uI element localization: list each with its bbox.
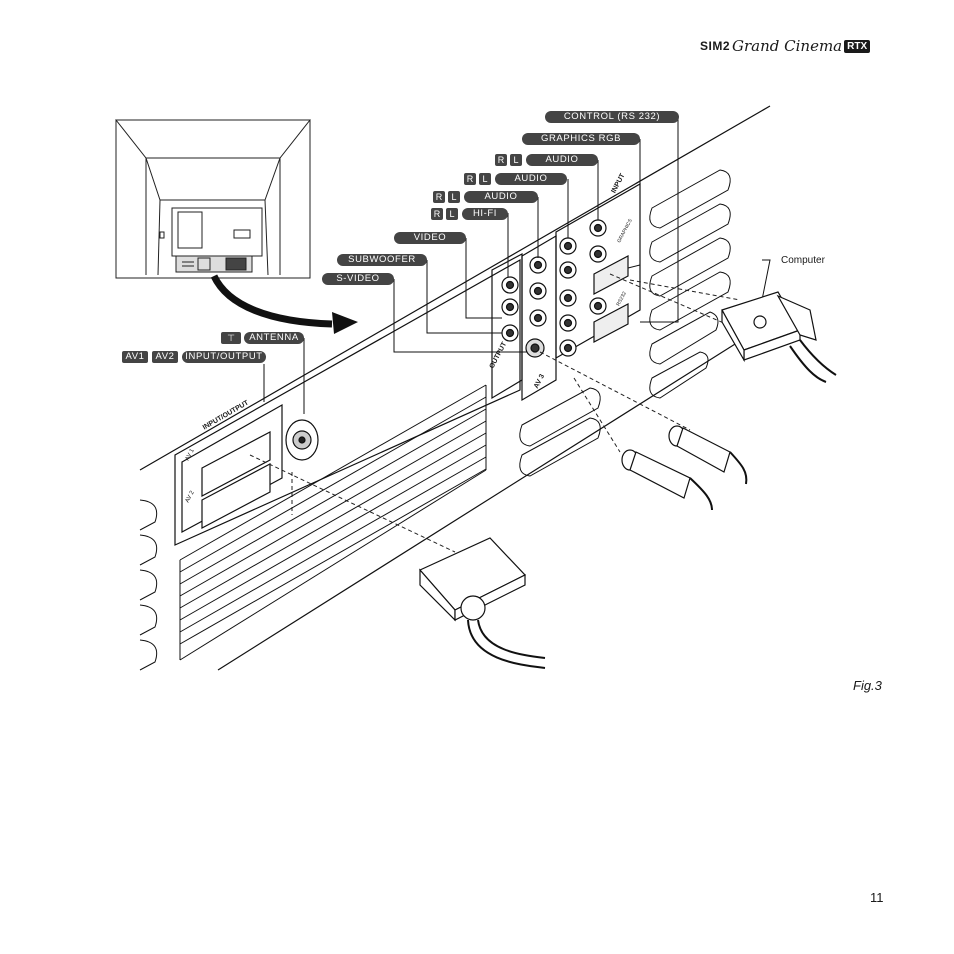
tv-rear-thumbnail (114, 119, 312, 279)
label-audio-3: AUDIO (464, 191, 538, 203)
brand-rtx: RTX (844, 39, 871, 53)
label-audio-2: AUDIO (495, 173, 567, 185)
label-antenna: ANTENNA (244, 332, 304, 344)
label-av1: AV1 (122, 351, 148, 363)
label-hifi: HI-FI (462, 208, 508, 220)
brand-grand-cinema: Grand Cinema (732, 37, 843, 55)
scart-plug (419, 537, 546, 669)
label-computer: Computer (781, 255, 825, 266)
label-audio-1: AUDIO (526, 154, 598, 166)
brand-sim: SIM2 (700, 39, 731, 53)
label-subwoofer: SUBWOOFER (337, 254, 427, 266)
label-video: VIDEO (394, 232, 466, 244)
zoom-arrow (210, 274, 358, 334)
label-l-3: L (448, 191, 460, 203)
figure-caption: Fig.3 (853, 678, 882, 693)
connection-dashes (249, 273, 741, 553)
vga-plug (721, 291, 837, 383)
label-r-4: R (431, 208, 443, 220)
label-l-4: L (446, 208, 458, 220)
antenna-icon: ⊤ (221, 332, 241, 344)
brand-logo: SIM2 Grand Cinema RTX (700, 36, 871, 56)
page-number: 11 (870, 890, 884, 905)
label-svideo: S-VIDEO (322, 273, 394, 285)
label-av2: AV2 (152, 351, 178, 363)
label-graphics-rgb: GRAPHICS RGB (522, 133, 640, 145)
label-r-2: R (464, 173, 476, 185)
label-r-3: R (433, 191, 445, 203)
label-l-2: L (479, 173, 491, 185)
label-r-1: R (495, 154, 507, 166)
rear-panel (139, 105, 771, 671)
label-l-1: L (510, 154, 522, 166)
label-control-rs232: CONTROL (RS 232) (545, 111, 679, 123)
label-input-output: INPUT/OUTPUT (182, 351, 266, 363)
leader-lines (263, 117, 771, 414)
av-cable-plugs (621, 425, 748, 511)
